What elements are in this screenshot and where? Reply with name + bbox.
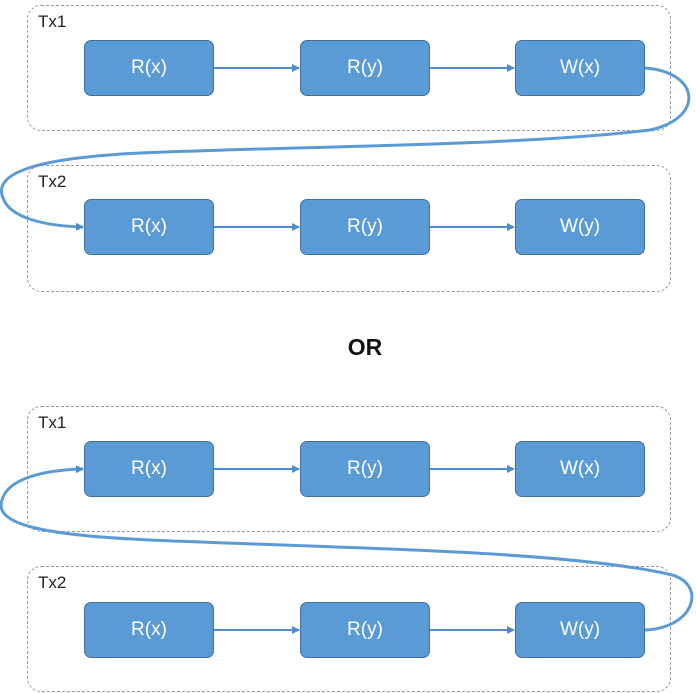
top-tx1-label: Tx1 <box>38 12 67 31</box>
bottom-tx2-op-3: W(y) <box>515 602 645 658</box>
bottom-tx2-label: Tx2 <box>38 573 67 592</box>
or-separator: OR <box>347 334 383 360</box>
bottom-tx1-op-1: R(x) <box>84 441 214 497</box>
bottom-tx1-op-2: R(y) <box>300 441 430 497</box>
bottom-tx2-op-2: R(y) <box>300 602 430 658</box>
top-tx1-op-3: W(x) <box>515 40 645 96</box>
bottom-tx2-op-1: R(x) <box>84 602 214 658</box>
top-tx1-op-1: R(x) <box>84 40 214 96</box>
bottom-tx1-op-3: W(x) <box>515 441 645 497</box>
top-tx2-op-3: W(y) <box>515 199 645 255</box>
top-tx2-op-1: R(x) <box>84 199 214 255</box>
bottom-tx1-label: Tx1 <box>38 413 67 432</box>
top-tx2-label: Tx2 <box>38 172 67 191</box>
top-tx1-op-2: R(y) <box>300 40 430 96</box>
top-tx2-op-2: R(y) <box>300 199 430 255</box>
